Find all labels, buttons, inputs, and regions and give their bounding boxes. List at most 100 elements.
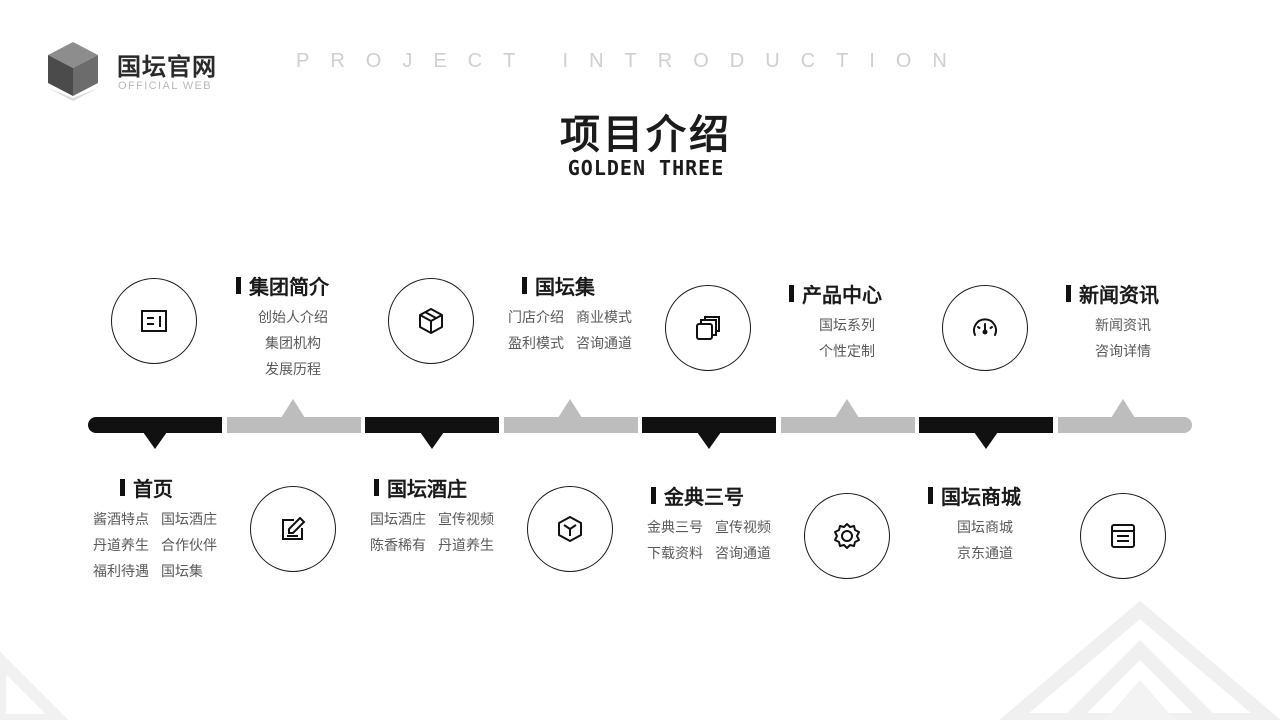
- label-marker: [789, 285, 794, 302]
- node-label-products[interactable]: 产品中心: [789, 279, 882, 308]
- timeline-pointer-up: [558, 399, 582, 418]
- node-icon-circle[interactable]: [942, 285, 1028, 371]
- gauge-icon: [973, 318, 997, 336]
- node-icon-circle[interactable]: [665, 285, 751, 371]
- box-icon: [419, 308, 443, 334]
- node-label-text: 新闻资讯: [1079, 283, 1159, 307]
- page-subtitle: GOLDEN THREE: [567, 156, 725, 180]
- node-item[interactable]: 咨询通道: [576, 336, 632, 352]
- copy-icon: [696, 316, 720, 340]
- timeline-pointer-down: [143, 432, 167, 449]
- label-marker: [928, 487, 933, 504]
- node-item[interactable]: 个性定制: [819, 344, 875, 360]
- timeline-segment: [227, 417, 361, 433]
- node-label-text: 国坛集: [535, 275, 595, 299]
- node-item[interactable]: 门店介绍: [508, 310, 564, 326]
- label-marker: [236, 277, 241, 294]
- label-marker: [120, 479, 125, 496]
- document-icon: [1111, 524, 1135, 548]
- timeline-segment: [919, 417, 1053, 433]
- node-icon-circle[interactable]: [527, 486, 613, 572]
- timeline-pointer-up: [1111, 399, 1135, 418]
- node-label-text: 金典三号: [664, 485, 744, 509]
- node-item[interactable]: 国坛酒庄: [370, 512, 426, 528]
- node-label-mall[interactable]: 国坛商城: [928, 481, 1021, 510]
- node-label-text: 首页: [133, 477, 173, 501]
- node-label-text: 国坛商城: [941, 485, 1021, 509]
- node-icon-circle[interactable]: [111, 278, 197, 364]
- node-icon-circle[interactable]: [250, 486, 336, 572]
- node-item[interactable]: 国坛集: [161, 564, 203, 580]
- node-label-news[interactable]: 新闻资讯: [1066, 279, 1159, 308]
- node-item[interactable]: 丹道养生: [438, 538, 494, 554]
- cube-logo-icon: [48, 42, 98, 101]
- node-icon-circle[interactable]: [804, 493, 890, 579]
- timeline-segment: [365, 417, 499, 433]
- node-item[interactable]: 合作伙伴: [161, 538, 217, 554]
- badge-icon: [834, 523, 860, 549]
- page-title: 项目介绍: [560, 112, 732, 158]
- timeline-pointer-down: [974, 432, 998, 449]
- node-items-products: 国坛系列 个性定制: [807, 313, 887, 365]
- node-item[interactable]: 宣传视频: [715, 520, 771, 536]
- node-item[interactable]: 酱酒特点: [93, 512, 149, 528]
- timeline-pointer-down: [697, 432, 721, 449]
- brand-subtitle: OFFICIAL WEB: [118, 80, 213, 92]
- node-item[interactable]: 国坛商城: [957, 520, 1013, 536]
- node-item[interactable]: 咨询详情: [1095, 344, 1151, 360]
- node-item[interactable]: 金典三号: [647, 520, 703, 536]
- node-label-text: 集团简介: [249, 275, 329, 299]
- timeline-segment: [781, 417, 915, 433]
- node-items-mall: 国坛商城 京东通道: [945, 515, 1025, 567]
- node-items-guotan-ji: 门店介绍 商业模式 盈利模式 咨询通道: [508, 305, 632, 357]
- node-item[interactable]: 福利待遇: [93, 564, 149, 580]
- node-label-home[interactable]: 首页: [120, 473, 173, 502]
- timeline-segment: [88, 417, 222, 433]
- node-label-text: 产品中心: [802, 283, 882, 307]
- node-label-group-intro[interactable]: 集团简介: [236, 271, 329, 300]
- brand-logo[interactable]: 国坛官网 OFFICIAL WEB: [44, 40, 284, 104]
- node-item[interactable]: 陈香稀有: [370, 538, 426, 554]
- node-item[interactable]: 国坛酒庄: [161, 512, 217, 528]
- timeline-pointer-down: [420, 432, 444, 449]
- cube-icon: [558, 516, 582, 542]
- node-items-news: 新闻资讯 咨询详情: [1083, 313, 1163, 365]
- node-icon-circle[interactable]: [388, 278, 474, 364]
- timeline-segment: [1058, 417, 1192, 433]
- timeline-segments: [88, 399, 1192, 449]
- node-label-winery[interactable]: 国坛酒庄: [374, 473, 467, 502]
- label-marker: [522, 277, 527, 294]
- brand-title: 国坛官网: [117, 53, 217, 81]
- timeline-segment: [642, 417, 776, 433]
- label-marker: [1066, 285, 1071, 302]
- node-item[interactable]: 创始人介绍: [258, 310, 328, 326]
- node-item[interactable]: 宣传视频: [438, 512, 494, 528]
- node-item[interactable]: 国坛系列: [819, 318, 875, 334]
- node-item[interactable]: 商业模式: [576, 310, 632, 326]
- node-icon-circle[interactable]: [1080, 493, 1166, 579]
- node-item[interactable]: 集团机构: [265, 336, 321, 352]
- node-item[interactable]: 发展历程: [265, 362, 321, 378]
- node-items-winery: 国坛酒庄 宣传视频 陈香稀有 丹道养生: [370, 507, 494, 559]
- node-items-home: 酱酒特点 国坛酒庄 丹道养生 合作伙伴 福利待遇 国坛集: [93, 507, 217, 585]
- node-item[interactable]: 丹道养生: [93, 538, 149, 554]
- section-banner: PROJECT INTRODUCTION: [296, 50, 968, 72]
- node-item[interactable]: 盈利模式: [508, 336, 564, 352]
- node-items-jindian-3: 金典三号 宣传视频 下载资料 咨询通道: [647, 515, 771, 567]
- node-label-jindian-3[interactable]: 金典三号: [651, 481, 744, 510]
- node-label-guotan-ji[interactable]: 国坛集: [522, 271, 595, 300]
- node-item[interactable]: 新闻资讯: [1095, 318, 1151, 334]
- label-marker: [651, 487, 656, 504]
- timeline-segment: [504, 417, 638, 433]
- timeline-pointer-up: [281, 399, 305, 418]
- label-marker: [374, 479, 379, 496]
- node-item[interactable]: 咨询通道: [715, 546, 771, 562]
- node-label-text: 国坛酒庄: [387, 477, 467, 501]
- node-item[interactable]: 下载资料: [647, 546, 703, 562]
- node-items-group-intro: 创始人介绍 集团机构 发展历程: [253, 305, 333, 383]
- timeline-pointer-up: [835, 399, 859, 418]
- edit-icon: [282, 516, 306, 540]
- node-item[interactable]: 京东通道: [957, 546, 1013, 562]
- card-icon: [141, 310, 167, 332]
